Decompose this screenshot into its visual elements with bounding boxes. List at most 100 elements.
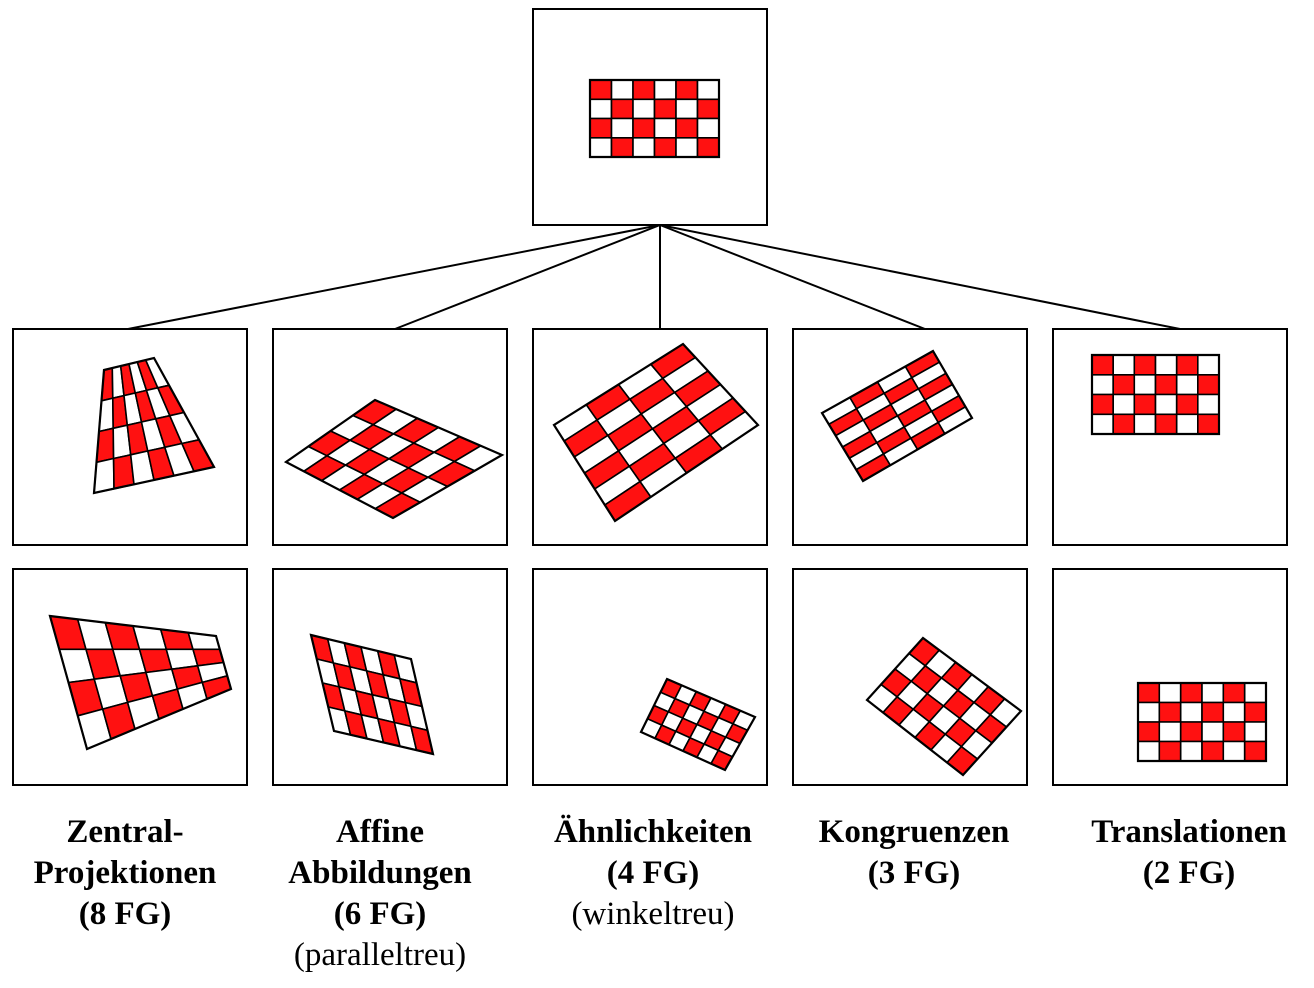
- checkerboard-outline: [1090, 353, 1221, 436]
- checker-cell: [1222, 721, 1246, 743]
- checker-cell: [1154, 373, 1178, 396]
- checker-cell: [1222, 740, 1246, 762]
- checker-cell: [1201, 721, 1225, 743]
- checker-cell: [1222, 682, 1246, 704]
- checker-cell: [653, 137, 677, 158]
- checker-cell: [1091, 393, 1114, 416]
- label-translation-line-2: (2 FG): [1142, 855, 1236, 891]
- label-aehnlichkeiten: Ähnlichkeiten (4 FG) (winkeltreu): [528, 812, 778, 935]
- label-kongruenzen: Kongruenzen (3 FG): [789, 812, 1039, 894]
- checkerboard-outline: [820, 349, 974, 483]
- checker-cell: [1243, 740, 1267, 762]
- checkerboard-outline: [588, 78, 721, 159]
- checker-cell: [1112, 354, 1136, 376]
- checkerboard-aehnlich-a: [552, 342, 760, 523]
- checker-cell: [632, 137, 656, 158]
- checkerboard-outline: [92, 356, 216, 495]
- checkerboard-outline: [552, 342, 760, 523]
- checkerboard-kongruenz-a: [820, 349, 974, 483]
- connector-line: [659, 224, 926, 330]
- checker-cell: [653, 117, 677, 139]
- checker-cell: [1243, 721, 1267, 743]
- checker-cell: [1133, 393, 1157, 416]
- checker-cell: [1197, 373, 1220, 396]
- checker-cell: [1179, 701, 1203, 723]
- checker-cell: [1201, 682, 1225, 704]
- checker-cell: [1133, 413, 1157, 435]
- checker-cell: [1158, 701, 1182, 723]
- checker-cell: [610, 117, 634, 139]
- checkerboard-original: [588, 78, 721, 159]
- checkerboard-translation-b: [1136, 681, 1268, 763]
- checker-cell: [696, 79, 720, 101]
- checker-cell: [1243, 682, 1267, 704]
- checker-cell: [589, 98, 613, 120]
- label-zentral-line-2: Projektionen: [33, 855, 217, 891]
- checker-cell: [696, 98, 720, 120]
- checkerboard-zentral-a: [92, 356, 216, 495]
- label-translationen: Translationen (2 FG): [1064, 812, 1314, 894]
- checkerboard-outline: [639, 677, 757, 772]
- checkerboard-outline: [309, 633, 435, 756]
- checker-cell: [1112, 413, 1136, 435]
- checker-cell: [632, 117, 656, 139]
- checker-cell: [1154, 354, 1178, 376]
- checkerboard-affine-b: [309, 633, 435, 756]
- label-zentral-line-3: (8 FG): [78, 896, 172, 932]
- checker-cell: [1091, 413, 1114, 435]
- checker-cell: [1137, 740, 1161, 762]
- checker-cell: [1158, 721, 1182, 743]
- checker-cell: [589, 117, 613, 139]
- label-aehnlich-line-2: (4 FG): [606, 855, 700, 891]
- checker-cell: [1154, 413, 1178, 435]
- checker-cell: [1137, 721, 1161, 743]
- checker-cell: [1133, 373, 1157, 396]
- checker-cell: [1197, 413, 1220, 435]
- checker-cell: [653, 79, 677, 101]
- checker-cell: [653, 98, 677, 120]
- checker-cell: [1137, 701, 1161, 723]
- checker-cell: [1112, 393, 1136, 416]
- checkerboard-aehnlich-b: [639, 677, 757, 772]
- checker-cell: [1137, 682, 1161, 704]
- checkerboard-zentral-b: [48, 614, 233, 751]
- label-affine-line-2: Abbildungen: [288, 855, 472, 891]
- label-zentral-line-1: Zentral-: [66, 814, 184, 850]
- label-kongruenz-line-1: Kongruenzen: [818, 814, 1010, 850]
- checker-cell: [675, 98, 699, 120]
- checker-cell: [675, 79, 699, 101]
- checker-cell: [610, 137, 634, 158]
- checkerboard-outline: [283, 398, 505, 520]
- checker-cell: [1201, 740, 1225, 762]
- connector-line: [659, 224, 1181, 330]
- checker-cell: [1091, 354, 1114, 376]
- checker-cell: [1112, 373, 1136, 396]
- label-aehnlich-note: (winkeltreu): [571, 896, 735, 932]
- label-aehnlich-line-1: Ähnlichkeiten: [553, 814, 753, 850]
- checker-cell: [1222, 701, 1246, 723]
- checker-cell: [589, 137, 613, 158]
- checker-cell: [1175, 373, 1199, 396]
- checkerboard-outline: [48, 614, 233, 751]
- checkerboard-outline: [865, 636, 1023, 777]
- label-zentral-projektionen: Zentral- Projektionen (8 FG): [0, 812, 250, 935]
- label-affine-note: (paralleltreu): [293, 937, 467, 973]
- checker-cell: [1175, 413, 1199, 435]
- checker-cell: [1179, 740, 1203, 762]
- checker-cell: [1158, 682, 1182, 704]
- checker-cell: [1158, 740, 1182, 762]
- checkerboard-affine-a: [283, 398, 505, 520]
- checker-cell: [1154, 393, 1178, 416]
- checker-cell: [632, 98, 656, 120]
- label-affine-abbildungen: Affine Abbildungen (6 FG) (paralleltreu): [255, 812, 505, 976]
- checker-cell: [1179, 682, 1203, 704]
- checker-cell: [1201, 701, 1225, 723]
- checker-cell: [610, 79, 634, 101]
- connector-line: [127, 224, 661, 330]
- checker-cell: [1175, 354, 1199, 376]
- checkerboard-outline: [1136, 681, 1268, 763]
- checker-cell: [1197, 354, 1220, 376]
- checker-cell: [1243, 701, 1267, 723]
- connector-line: [394, 224, 661, 330]
